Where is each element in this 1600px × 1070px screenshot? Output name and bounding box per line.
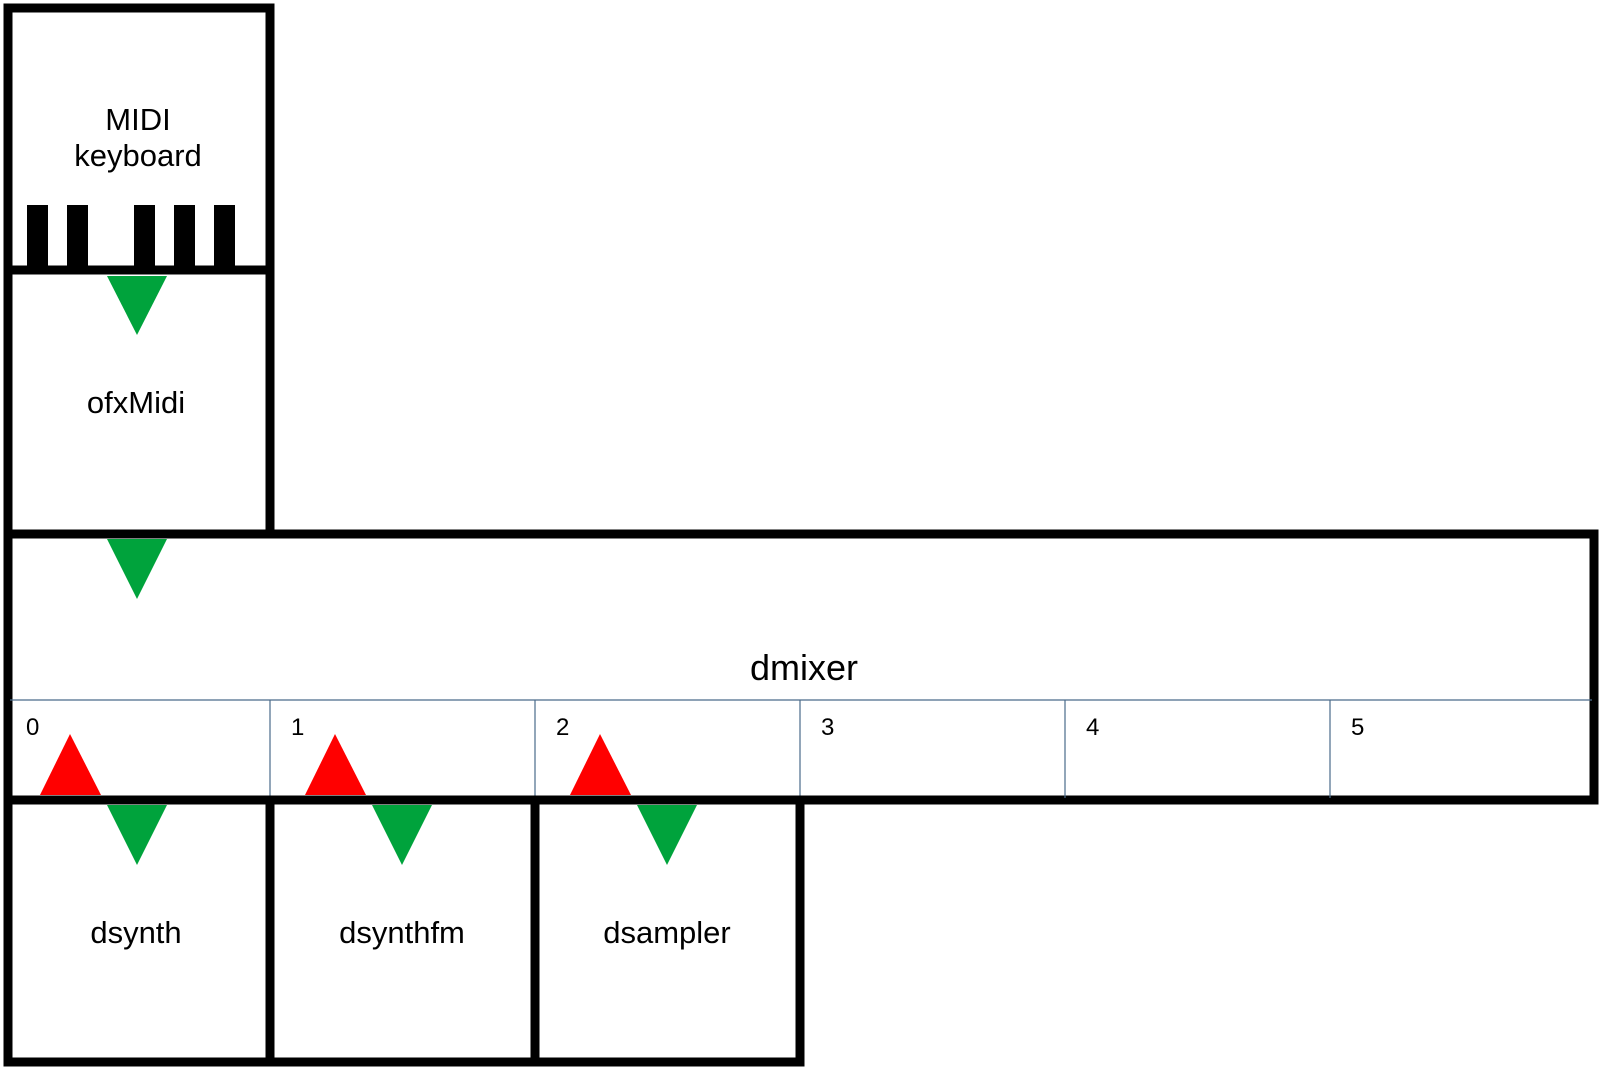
dsynthfm-output-arrow-icon — [372, 805, 432, 865]
dsynth-output-arrow-icon — [107, 805, 167, 865]
channel-label-4: 4 — [1086, 714, 1099, 741]
dmixer-module: dmixer 0 1 2 3 4 5 — [3, 529, 1599, 805]
dmixer-input-arrow-icon — [107, 539, 167, 599]
channel-label-3: 3 — [821, 714, 834, 741]
channel-label-2: 2 — [556, 714, 569, 741]
ofxmidi-label: ofxMidi — [87, 385, 185, 420]
dmixer-label: dmixer — [750, 647, 858, 688]
dsampler-module: dsampler — [530, 795, 805, 1067]
ofxmidi-output-arrow-icon — [107, 276, 167, 335]
dsynth-label: dsynth — [90, 915, 181, 950]
midi-keyboard-label-line1: MIDI — [105, 102, 170, 137]
midi-keyboard-module: MIDI keyboard — [3, 3, 275, 275]
channel-0-input-arrow-icon — [40, 734, 101, 795]
channel-label-1: 1 — [291, 714, 304, 741]
piano-keys-icon — [27, 205, 235, 270]
channel-1-input-arrow-icon — [305, 734, 366, 795]
dsynth-module: dsynth — [3, 795, 275, 1067]
dsampler-box — [530, 795, 805, 1067]
midi-keyboard-label-line2: keyboard — [74, 138, 202, 173]
channel-label-5: 5 — [1351, 714, 1364, 741]
dsampler-label: dsampler — [603, 915, 731, 950]
dsampler-output-arrow-icon — [637, 805, 697, 865]
channel-label-0: 0 — [26, 714, 39, 741]
ofxmidi-module: ofxMidi — [3, 265, 275, 539]
dsynthfm-module: dsynthfm — [265, 795, 540, 1067]
dsynthfm-label: dsynthfm — [339, 915, 465, 950]
channel-2-input-arrow-icon — [570, 734, 631, 795]
